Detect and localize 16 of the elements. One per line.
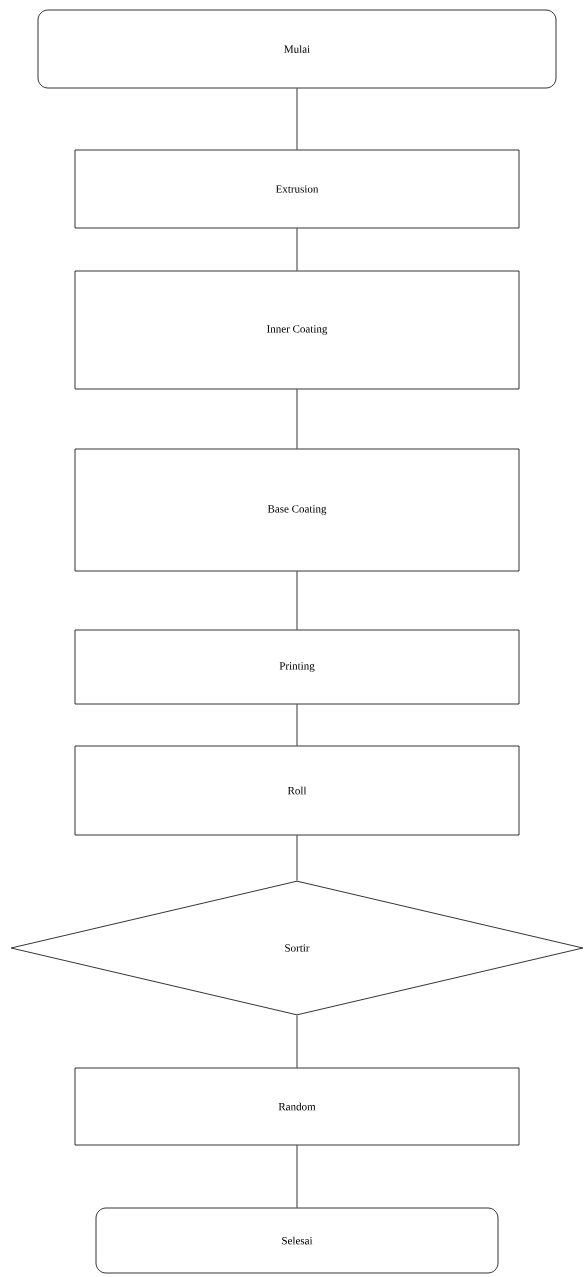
process-box: Extrusion (74, 149, 520, 229)
connector-line (296, 389, 298, 449)
connector-line (296, 1015, 298, 1068)
process-box: Random (74, 1067, 520, 1146)
connector-line (296, 835, 298, 881)
terminal-box: Mulai (37, 9, 557, 89)
connector-line (296, 704, 298, 746)
process-box: Inner Coating (74, 270, 520, 390)
process-box: Printing (74, 629, 520, 705)
connector-line (296, 1145, 298, 1208)
connector-line (296, 228, 298, 271)
process-box: Roll (74, 745, 520, 836)
connector-line (296, 88, 298, 150)
connector-line (296, 571, 298, 630)
terminal-box: Selesai (95, 1207, 499, 1274)
process-box: Base Coating (74, 448, 520, 572)
